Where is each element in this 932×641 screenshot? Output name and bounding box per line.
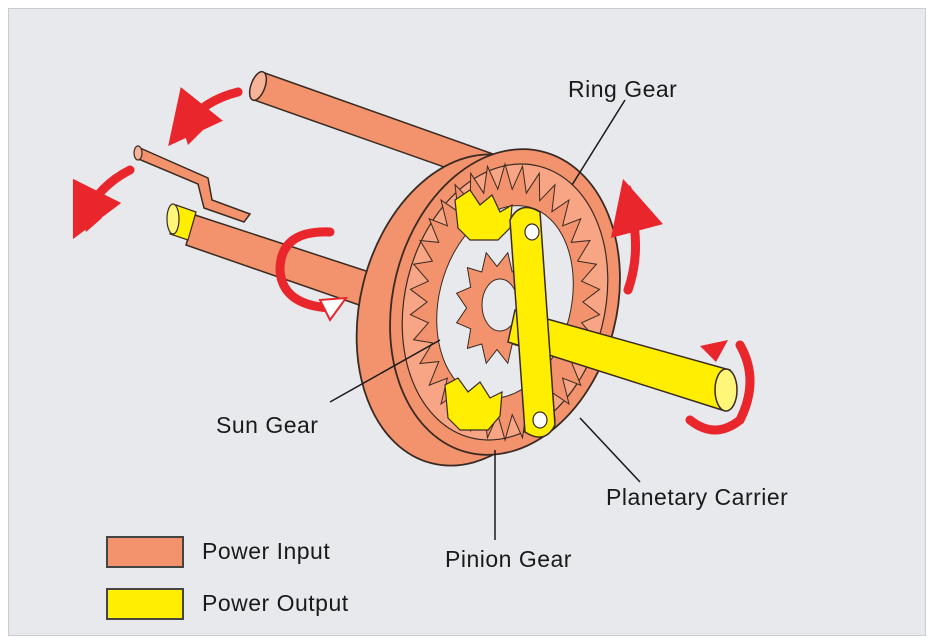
top-arrowhead — [180, 120, 205, 145]
label-ring-gear: Ring Gear — [568, 76, 677, 103]
legend-swatch-output — [106, 588, 184, 620]
crank-arrowhead — [80, 210, 102, 232]
label-pinion-gear: Pinion Gear — [445, 546, 572, 573]
ring-arrowhead — [620, 185, 640, 205]
legend-label-input: Power Input — [202, 538, 330, 565]
legend-swatch-input — [106, 536, 184, 568]
curl-arrowhead-left — [320, 298, 346, 320]
curl-arrowhead-right — [700, 340, 728, 362]
legend-label-output: Power Output — [202, 590, 349, 617]
label-sun-gear: Sun Gear — [216, 412, 318, 439]
label-planetary-carrier: Planetary Carrier — [606, 484, 788, 511]
